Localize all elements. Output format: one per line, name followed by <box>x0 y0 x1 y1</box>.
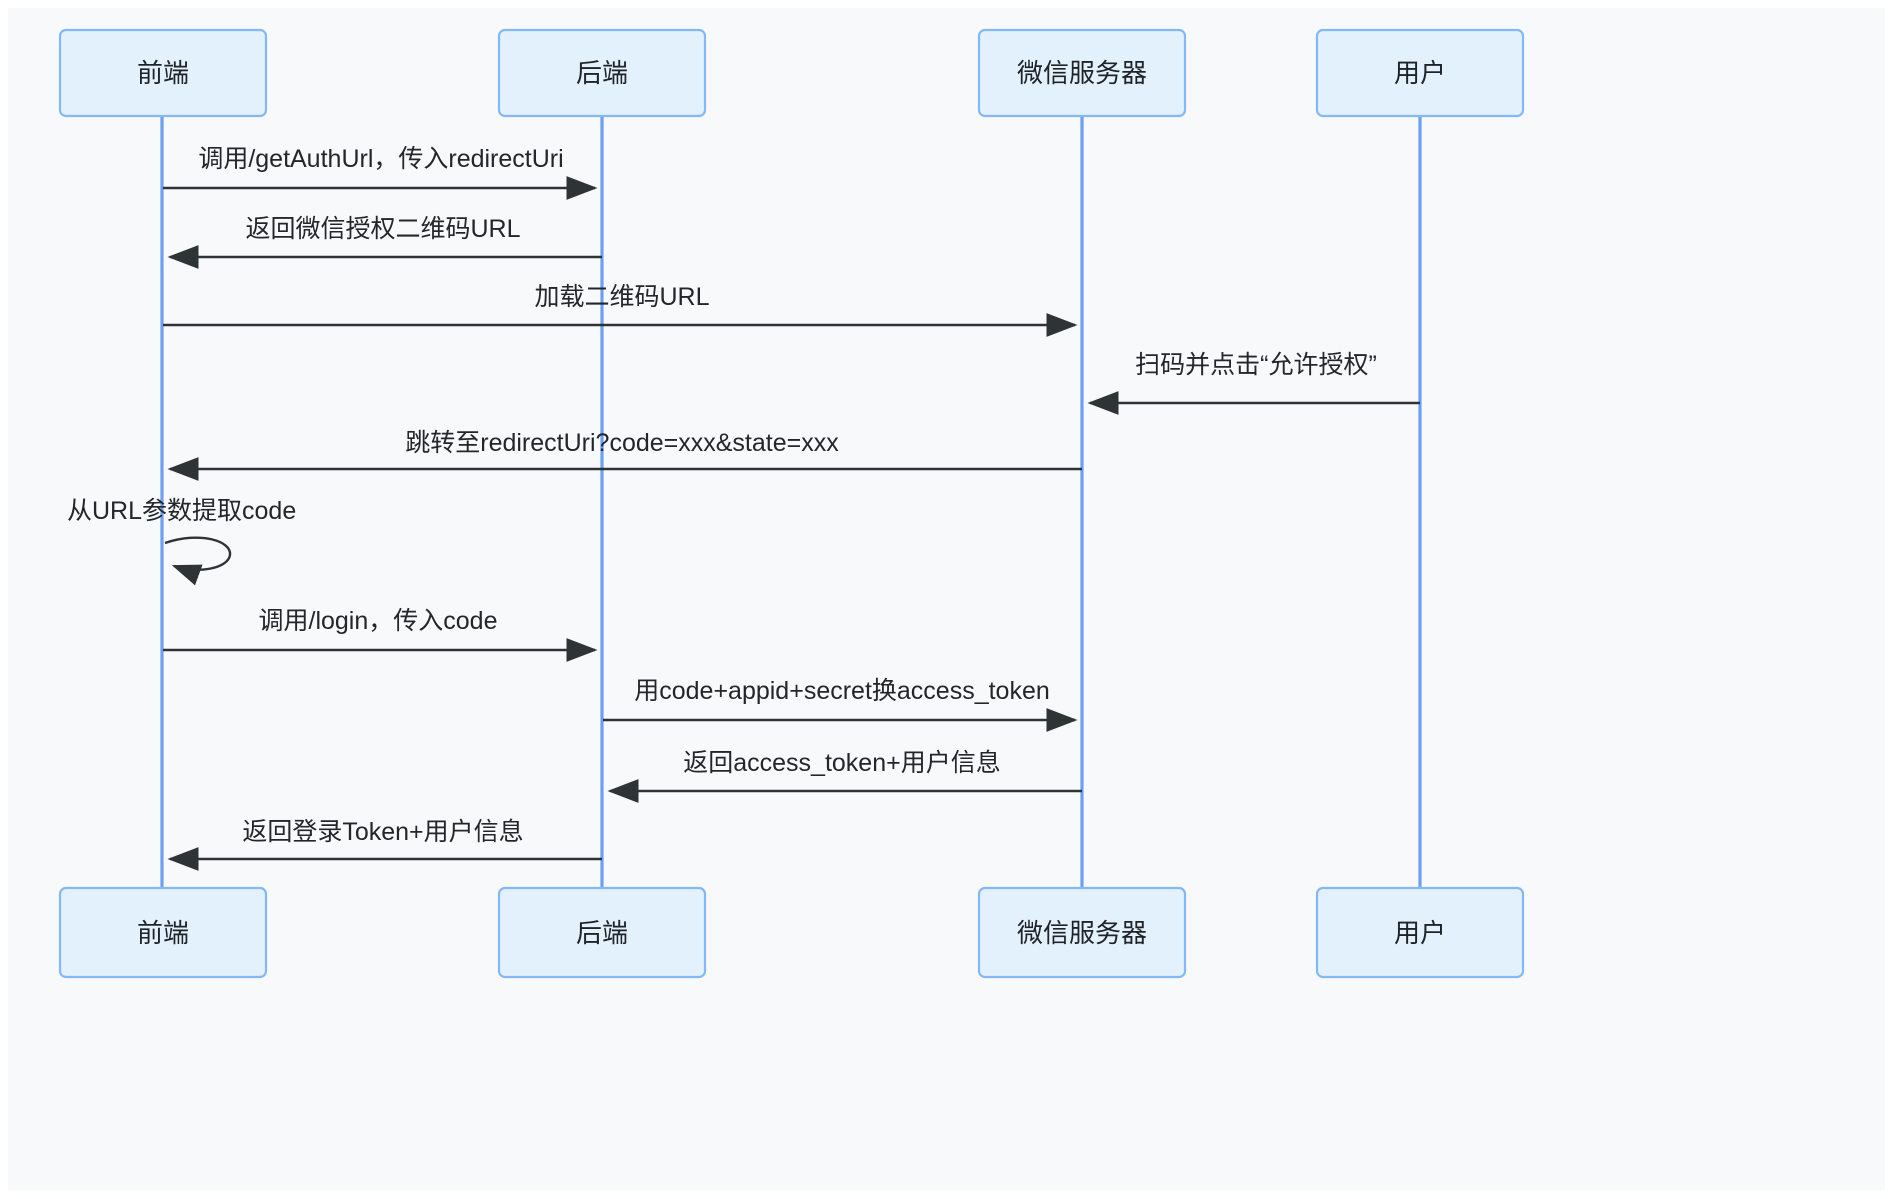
actor-top-user-box[interactable] <box>1315 28 1525 118</box>
actor-top-wechat-label: 微信服务器 <box>1017 58 1147 88</box>
message-5-label: 跳转至redirectUri?code=xxx&state=xxx <box>405 429 839 457</box>
actor-top-user-label: 用户 <box>1394 58 1446 88</box>
message-1-label: 调用/getAuthUrl，传入redirectUri <box>198 145 563 173</box>
actor-top-backend-label: 后端 <box>576 58 628 88</box>
actor-bottom-user-label: 用户 <box>1394 918 1446 948</box>
message-8[interactable]: 用code+appid+secret换access_token <box>603 677 1078 732</box>
actor-top-user[interactable]: 用户 <box>1315 28 1525 118</box>
actor-top-frontend-label: 前端 <box>137 58 189 88</box>
message-10-label: 返回登录Token+用户信息 <box>242 818 523 846</box>
actor-bottom-user-box[interactable] <box>1315 886 1525 979</box>
message-9-label: 返回access_token+用户信息 <box>683 749 1000 777</box>
actor-bottom-user[interactable]: 用户 <box>1315 886 1525 979</box>
message-7-label: 调用/login，传入code <box>259 607 498 635</box>
actor-top-wechat-box[interactable] <box>977 28 1187 118</box>
message-9[interactable]: 返回access_token+用户信息 <box>607 749 1082 803</box>
actor-top-frontend-box[interactable] <box>58 28 268 118</box>
actor-boxes-top: 前端 后端 微信服务器 用户 <box>58 28 1525 118</box>
message-4-label: 扫码并点击“允许授权” <box>1135 351 1377 379</box>
message-7[interactable]: 调用/login，传入code <box>163 607 598 662</box>
actor-bottom-frontend-label: 前端 <box>137 918 189 948</box>
message-6-label: 从URL参数提取code <box>67 497 296 525</box>
message-6-self-loop-arrow[interactable] <box>164 536 232 586</box>
message-3-label: 加载二维码URL <box>534 283 709 311</box>
actor-top-frontend[interactable]: 前端 <box>58 28 268 118</box>
diagram-surface <box>8 8 1885 1190</box>
message-2[interactable]: 返回微信授权二维码URL <box>167 215 602 269</box>
actor-bottom-backend[interactable]: 后端 <box>497 886 707 979</box>
message-6[interactable]: 从URL参数提取code <box>67 497 296 586</box>
lifelines <box>160 116 1422 888</box>
message-1[interactable]: 调用/getAuthUrl，传入redirectUri <box>163 145 598 200</box>
actor-bottom-backend-label: 后端 <box>576 918 628 948</box>
actor-top-wechat[interactable]: 微信服务器 <box>977 28 1187 118</box>
actor-bottom-wechat-box[interactable] <box>977 886 1187 979</box>
actor-bottom-frontend[interactable]: 前端 <box>58 886 268 979</box>
actor-bottom-frontend-box[interactable] <box>58 886 268 979</box>
actor-bottom-wechat-label: 微信服务器 <box>1017 918 1147 948</box>
actor-boxes-bottom: 前端 后端 微信服务器 用户 <box>58 886 1525 979</box>
actor-bottom-wechat[interactable]: 微信服务器 <box>977 886 1187 979</box>
message-2-label: 返回微信授权二维码URL <box>245 215 520 243</box>
actor-top-backend[interactable]: 后端 <box>497 28 707 118</box>
message-10[interactable]: 返回登录Token+用户信息 <box>167 818 602 871</box>
message-8-label: 用code+appid+secret换access_token <box>634 677 1050 705</box>
actor-top-backend-box[interactable] <box>497 28 707 118</box>
message-4[interactable]: 扫码并点击“允许授权” <box>1087 351 1420 415</box>
messages: 调用/getAuthUrl，传入redirectUri 返回微信授权二维码URL… <box>67 145 1420 871</box>
message-3[interactable]: 加载二维码URL <box>163 283 1078 337</box>
message-5[interactable]: 跳转至redirectUri?code=xxx&state=xxx <box>167 429 1082 481</box>
actor-bottom-backend-box[interactable] <box>497 886 707 979</box>
